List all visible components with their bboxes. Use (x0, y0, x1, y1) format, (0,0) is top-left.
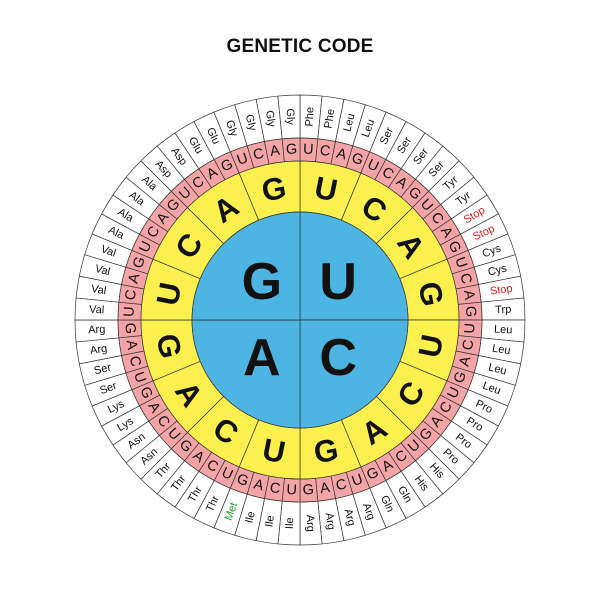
third-base-letter: A (126, 272, 144, 286)
amino-acid-label: Trp (495, 304, 512, 317)
amino-acid-label: Ile (284, 517, 297, 529)
third-base-letter: U (462, 323, 478, 334)
first-base-letter: G (242, 253, 282, 311)
first-base-quadrant (299, 319, 409, 429)
third-base-letter: C (334, 476, 348, 494)
third-base-letter: U (130, 370, 149, 385)
third-base-letter: U (121, 306, 137, 317)
amino-acid-label: Leu (487, 361, 508, 377)
amino-acid-label: Phe (322, 108, 337, 129)
amino-acid-label: Ser (98, 380, 118, 397)
amino-acid-label: Gly (223, 119, 240, 139)
third-base-letter: A (319, 480, 331, 497)
amino-acid-label: Arg (304, 514, 317, 532)
third-base-letter: C (252, 146, 266, 164)
third-base-letter: G (121, 322, 138, 334)
first-base-letter: A (243, 329, 281, 387)
third-base-letter: C (460, 339, 477, 352)
third-base-letter: A (456, 354, 474, 368)
amino-acid-label: Val (94, 263, 112, 278)
first-base-quadrant (191, 319, 301, 429)
third-base-letter: G (286, 141, 298, 158)
first-base-quadrant (299, 211, 409, 321)
third-base-letter: C (123, 289, 140, 302)
third-base-letter: C (456, 272, 474, 286)
third-base-letter: U (350, 471, 365, 490)
third-base-letter: U (303, 141, 314, 157)
third-base-letter: G (302, 482, 314, 499)
amino-acid-label: Leu (491, 343, 511, 358)
third-base-letter: G (130, 255, 149, 271)
amino-acid-label: Arg (360, 502, 377, 522)
third-base-letter: C (269, 480, 282, 497)
third-base-letter: U (286, 482, 297, 498)
amino-acid-label: Ile (263, 515, 277, 528)
amino-acid-label: Stop (489, 283, 513, 298)
third-base-letter: G (235, 471, 251, 490)
amino-acid-label: Cys (487, 262, 509, 278)
third-base-letter: A (252, 476, 266, 494)
amino-acid-label: Gly (284, 108, 297, 126)
amino-acid-label: Gly (243, 113, 259, 132)
amino-acid-label: Leu (360, 118, 377, 139)
amino-acid-label: Val (89, 304, 105, 317)
third-base-letter: A (269, 143, 281, 160)
third-base-letter: G (451, 369, 470, 385)
amino-acid-label: Arg (89, 343, 108, 357)
amino-acid-label: Met (223, 501, 240, 522)
amino-acid-label: Arg (342, 508, 358, 528)
amino-acid-label: Arg (88, 324, 106, 337)
amino-acid-label: Leu (341, 112, 357, 133)
first-base-quadrant (191, 211, 301, 321)
third-base-letter: C (126, 354, 144, 368)
amino-acid-label: Gly (263, 110, 277, 129)
third-base-letter: G (349, 150, 365, 169)
amino-acid-label: Val (90, 283, 107, 297)
amino-acid-label: Ile (243, 510, 257, 524)
first-base-letter: U (319, 253, 357, 311)
third-base-letter: A (335, 146, 349, 164)
third-base-letter: U (451, 255, 470, 270)
amino-acid-label: Leu (494, 324, 513, 337)
amino-acid-label: Ser (93, 361, 113, 377)
third-base-letter: G (462, 306, 479, 318)
page-title: GENETIC CODE (226, 36, 374, 57)
amino-acid-label: Arg (323, 512, 337, 531)
amino-acid-label: Phe (304, 107, 317, 127)
first-base-letter: C (319, 329, 357, 387)
third-base-letter: U (235, 150, 250, 169)
amino-acid-label: Leu (481, 380, 502, 397)
third-base-letter: C (319, 143, 332, 160)
amino-acid-label: Val (99, 243, 117, 259)
third-base-letter: A (123, 339, 140, 351)
third-base-letter: A (460, 289, 477, 301)
